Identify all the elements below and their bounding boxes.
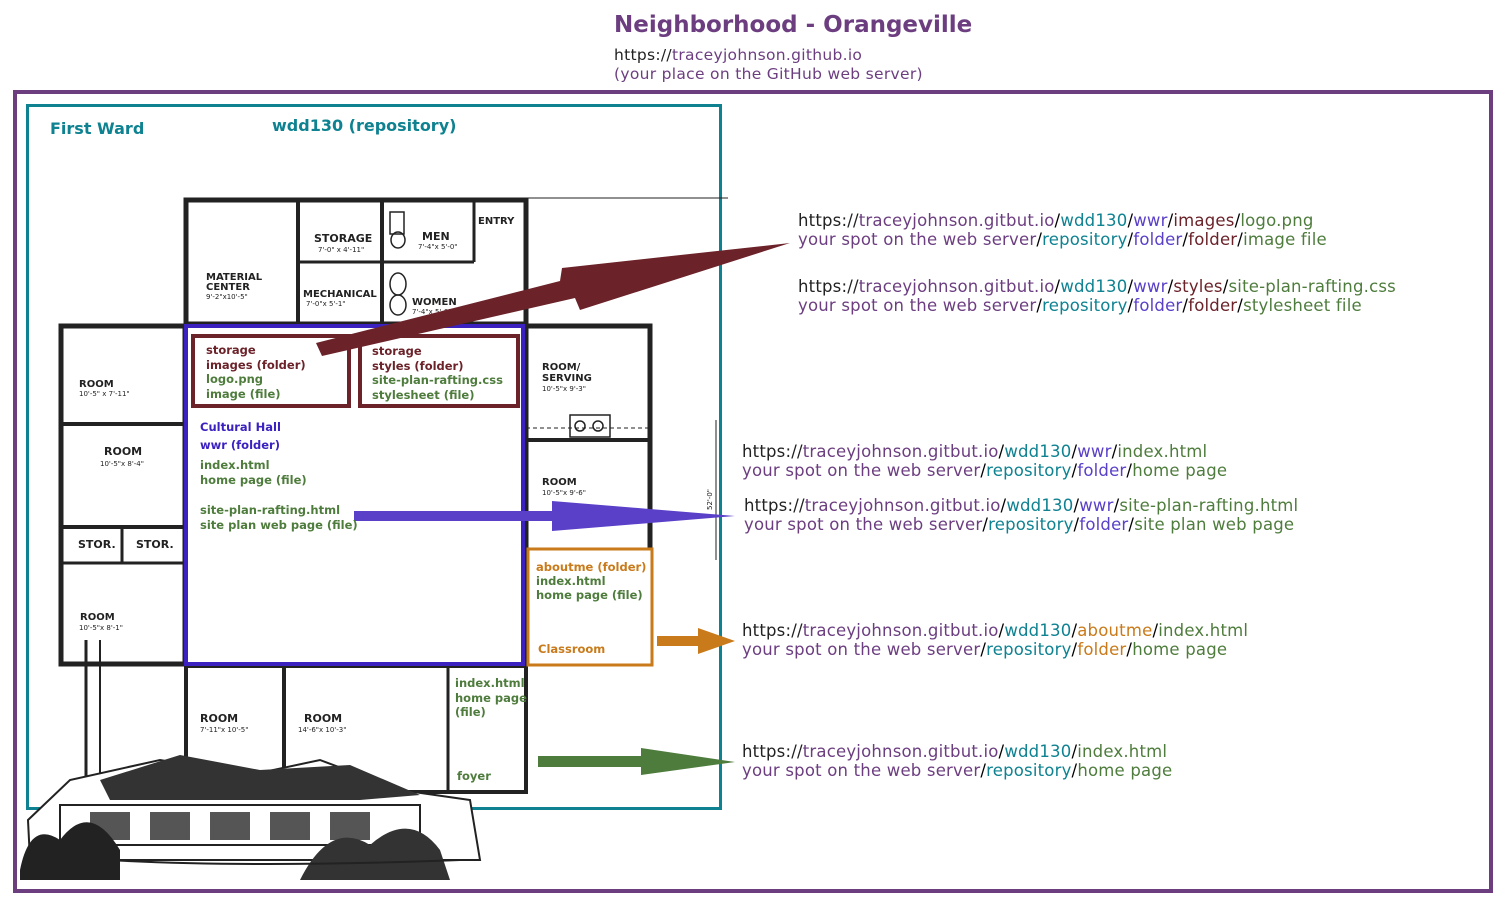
room-serving-1: ROOM/ (542, 362, 581, 373)
url-wwr-index-desc: your spot on the web server/repository/f… (742, 461, 1228, 480)
cultural-hall-box (184, 324, 525, 666)
room-serving-dim: 10'-5"x 9'-3" (542, 385, 586, 393)
hall-line4: home page (file) (200, 472, 307, 487)
server-note: (your place on the GitHub web server) (614, 65, 923, 83)
room-bottom-2-dim: 14'-6"x 10'-3" (298, 726, 346, 734)
room-stor-1: STOR. (78, 538, 116, 551)
aboutme-line3: home page (file) (536, 588, 643, 602)
hall-label: Cultural Hall wwr (folder) index.html ho… (200, 420, 358, 532)
room-men-dim: 7'-4"x 5'-0" (418, 243, 458, 251)
room-women: WOMEN (412, 297, 457, 308)
url-logo-desc: your spot on the web server/repository/f… (798, 230, 1327, 249)
url-aboutme: https://traceyjohnson.gitbut.io/wdd130/a… (742, 621, 1249, 640)
styles-box-line3: site-plan-rafting.css (372, 373, 503, 387)
styles-box-line4: stylesheet (file) (372, 387, 475, 402)
url-site-plan-desc: your spot on the web server/repository/f… (744, 515, 1295, 534)
hall-line1: Cultural Hall (200, 420, 281, 434)
foyer-line1: index.html (455, 676, 525, 690)
room-left-2: ROOM (104, 445, 142, 458)
room-storage: STORAGE (314, 232, 372, 245)
foyer-room-label: foyer (457, 769, 491, 783)
images-box-line2: images (folder) (206, 357, 306, 372)
url-repo-index-desc: your spot on the web server/repository/h… (742, 761, 1173, 780)
url-css: https://traceyjohnson.gitbut.io/wdd130/w… (798, 277, 1396, 296)
foyer-line3: (file) (455, 705, 486, 719)
styles-box-line1: storage (372, 344, 422, 358)
aboutme-arrow (657, 628, 735, 654)
server-url-protocol: https:// (614, 46, 672, 64)
url-wwr-index: https://traceyjohnson.gitbut.io/wdd130/w… (742, 442, 1208, 461)
images-box-line1: storage (206, 343, 256, 357)
styles-box-line2: styles (folder) (372, 358, 464, 373)
images-arrow (316, 243, 790, 356)
hall-line5: site-plan-rafting.html (200, 503, 341, 517)
styles-storage-box (358, 334, 520, 408)
room-right-dim: 10'-5"x 9'-6" (542, 489, 586, 497)
side-dimension: 52'-0" (706, 489, 714, 510)
room-mechanical: MECHANICAL (303, 289, 377, 300)
server-url-host: traceyjohnson.github.io (671, 46, 863, 64)
url-repo-index: https://traceyjohnson.gitbut.io/wdd130/i… (742, 742, 1168, 761)
room-serving-2: SERVING (542, 373, 592, 384)
images-box-line3: logo.png (206, 372, 263, 386)
room-material-dim: 9'-2"x10'-5" (206, 293, 248, 301)
room-storage-dim: 7'-0" x 4'-11" (318, 246, 364, 254)
room-left-3-dim: 10'-5"x 8'-1" (79, 624, 123, 632)
aboutme-label: aboutme (folder) index.html home page (f… (536, 560, 646, 603)
room-center: CENTER (206, 282, 250, 293)
foyer-line2: home page (455, 690, 527, 705)
ward-label: First Ward (50, 119, 145, 138)
url-site-plan: https://traceyjohnson.gitbut.io/wdd130/w… (744, 496, 1299, 515)
images-box-line4: image (file) (206, 386, 281, 401)
url-logo: https://traceyjohnson.gitbut.io/wdd130/w… (798, 211, 1314, 230)
room-stor-2: STOR. (136, 538, 174, 551)
classroom-label: Classroom (538, 642, 606, 656)
images-box-label: storage images (folder) logo.png image (… (206, 343, 306, 401)
room-bottom-2: ROOM (304, 712, 342, 725)
room-left-1: ROOM (79, 379, 114, 390)
styles-box-label: storage styles (folder) site-plan-raftin… (372, 344, 503, 402)
room-left-2-dim: 10'-5"x 8'-4" (100, 460, 144, 468)
room-bottom-1-dim: 7'-11"x 10'-5" (200, 726, 248, 734)
foyer-label: index.html home page (file) (455, 676, 527, 720)
foyer-box (450, 668, 524, 790)
room-material: MATERIAL (206, 272, 263, 283)
room-women-dim: 7'-4"x 5'-0" (412, 308, 452, 316)
hall-line2: wwr (folder) (200, 437, 280, 452)
classroom-box (526, 547, 654, 667)
room-left-1-dim: 10'-5" x 7'-11" (79, 390, 130, 398)
aboutme-line2: index.html (536, 573, 606, 588)
aboutme-line1: aboutme (folder) (536, 560, 647, 574)
room-entry: ENTRY (478, 216, 515, 227)
url-css-desc: your spot on the web server/repository/f… (798, 296, 1362, 315)
server-url: https://traceyjohnson.github.io (614, 46, 862, 64)
wwr-arrow (354, 501, 735, 531)
neighborhood-frame (13, 90, 1493, 893)
church-sketch (20, 755, 482, 880)
room-men: MEN (422, 230, 450, 243)
hall-line3: index.html (200, 458, 270, 472)
room-mechanical-dim: 7'-0"x 5'-1" (306, 300, 346, 308)
repository-label: wdd130 (repository) (272, 116, 457, 135)
room-right: ROOM (542, 477, 577, 488)
room-bottom-1: ROOM (200, 712, 238, 725)
url-aboutme-desc: your spot on the web server/repository/f… (742, 640, 1228, 659)
repo-arrow (538, 748, 735, 775)
page-title: Neighborhood - Orangeville (614, 12, 973, 38)
hall-line6: site plan web page (file) (200, 517, 358, 532)
room-left-3: ROOM (80, 612, 115, 623)
